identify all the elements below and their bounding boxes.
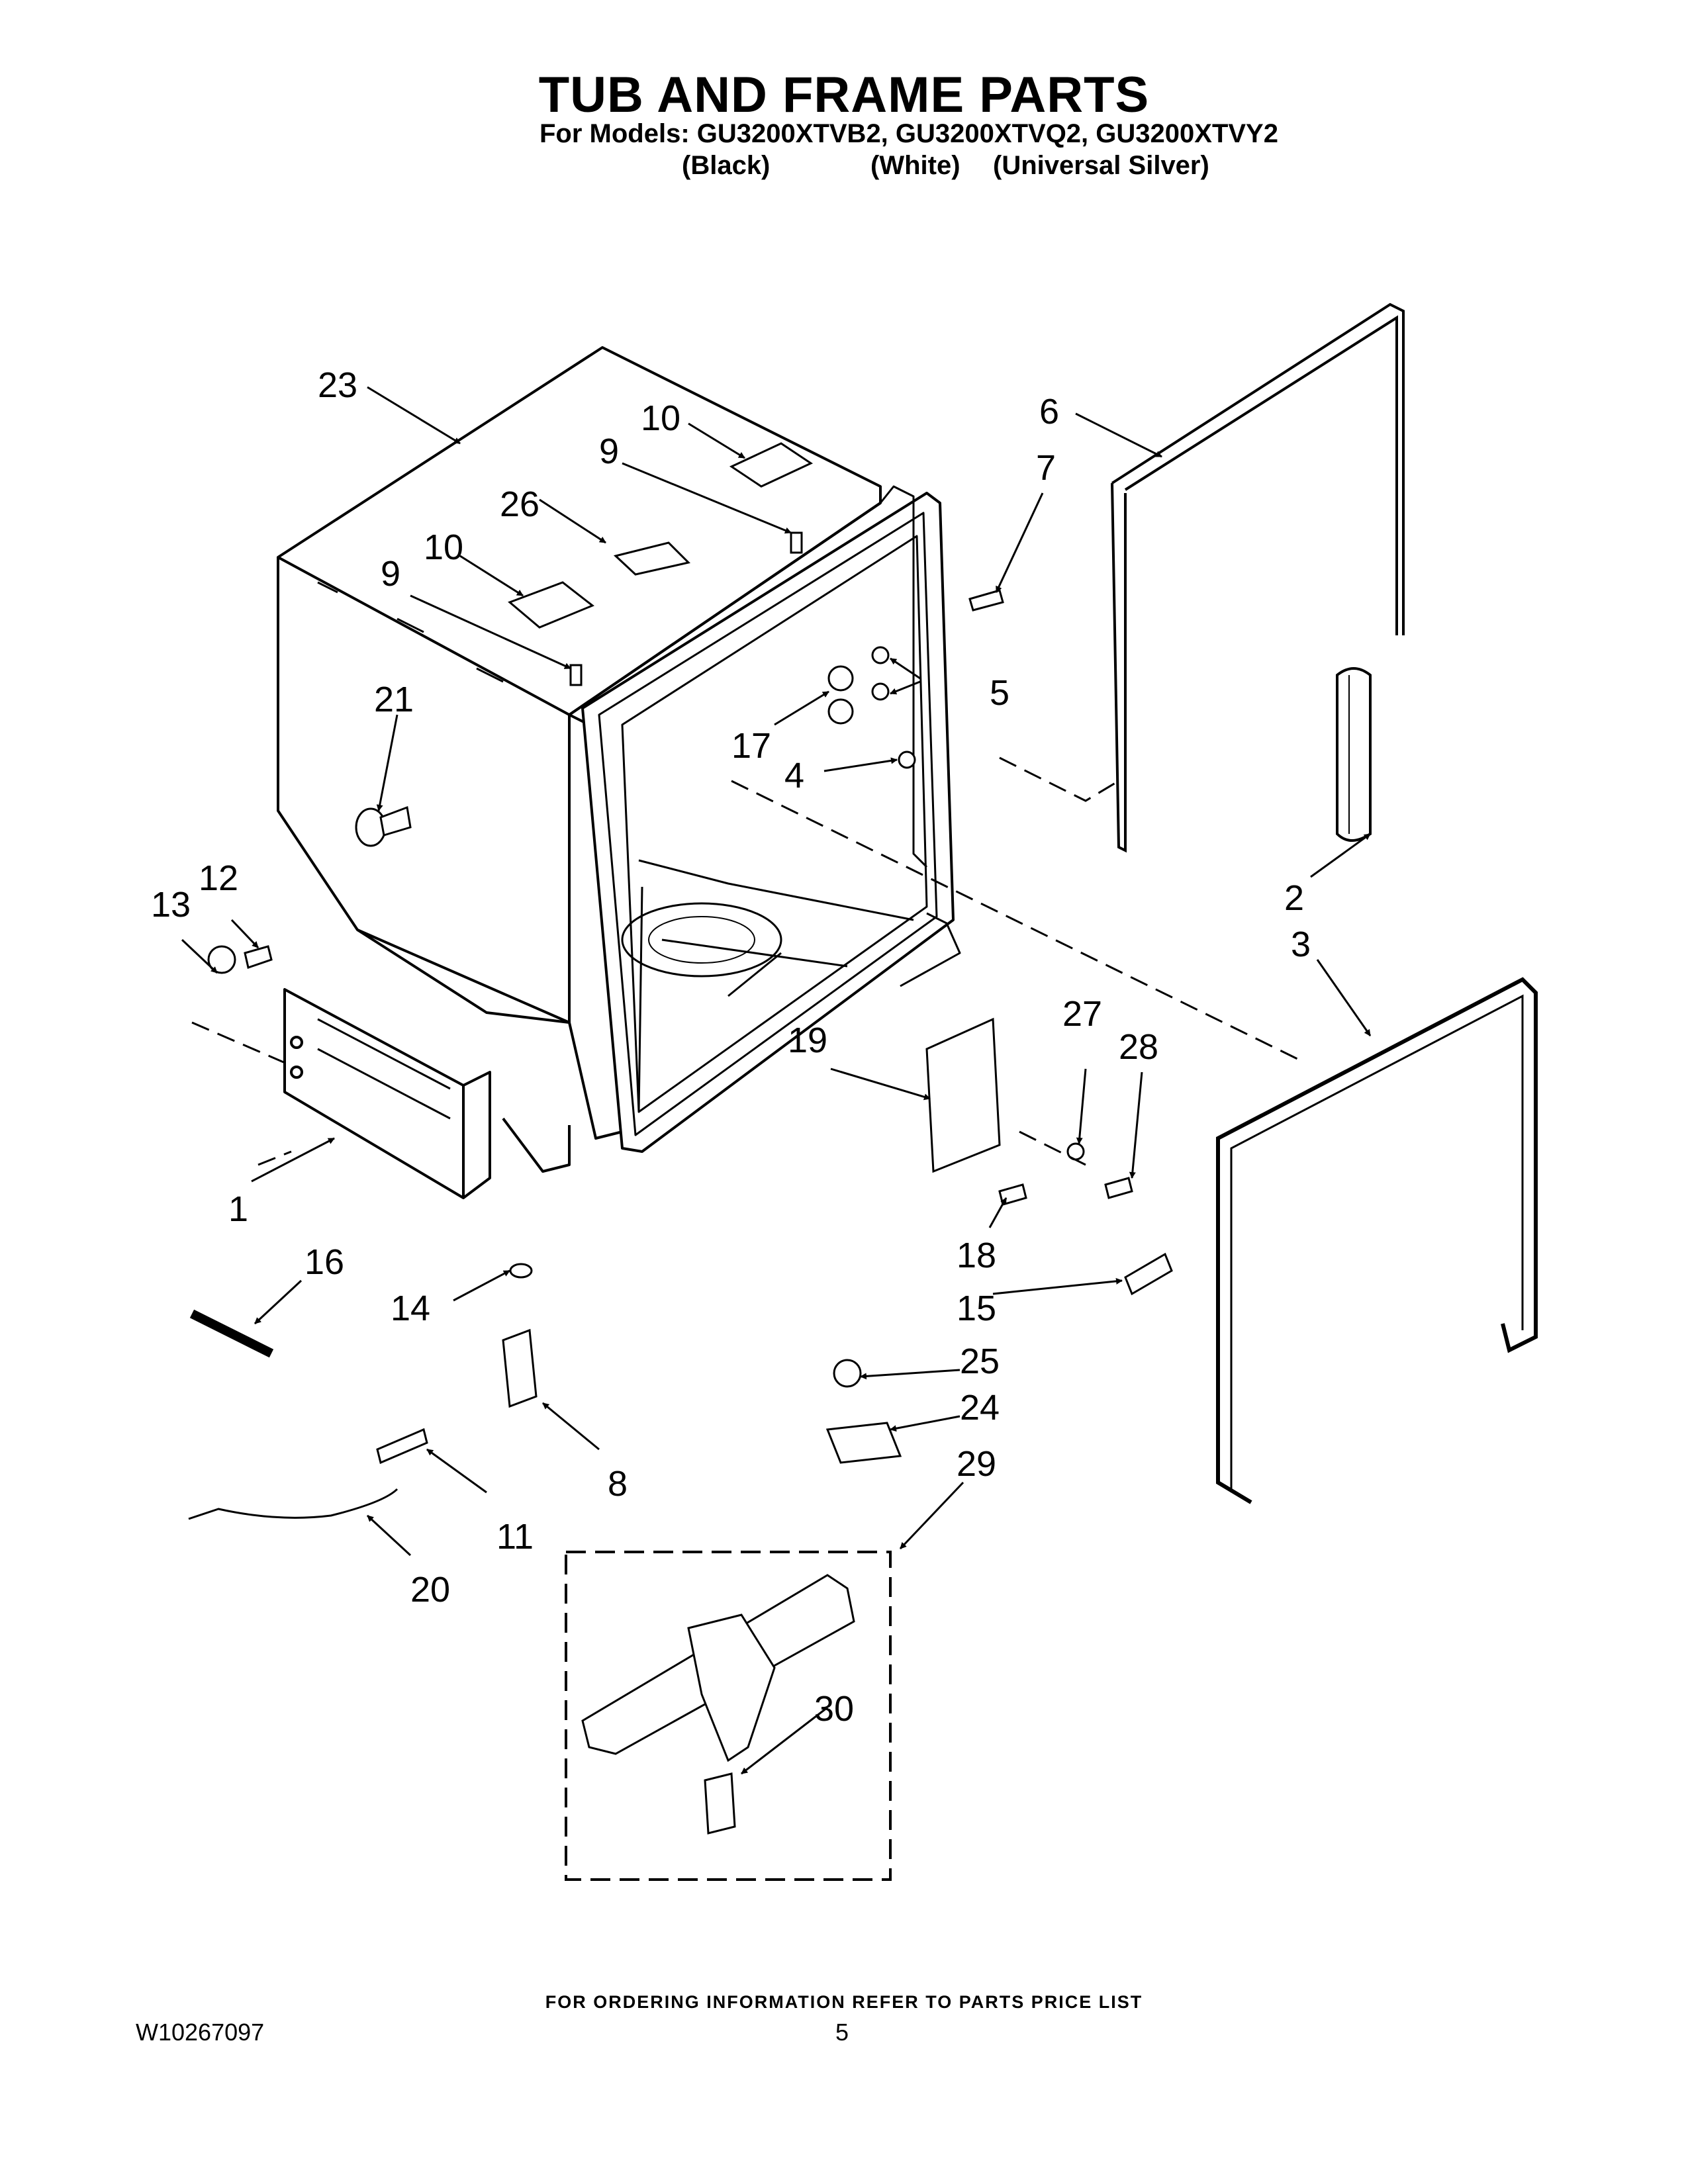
callout-20: 20: [410, 1570, 450, 1610]
variant-silver: (Universal Silver): [993, 151, 1209, 180]
callout-12: 12: [199, 858, 238, 898]
callout-18: 18: [957, 1236, 996, 1275]
door-seal: [1216, 977, 1538, 1504]
door-gasket: [1111, 302, 1405, 853]
callout-19: 19: [788, 1021, 827, 1060]
callout-1: 1: [228, 1189, 248, 1229]
callout-24: 24: [960, 1388, 1000, 1428]
variant-white: (White): [870, 151, 961, 180]
models-line: For Models: GU3200XTVB2, GU3200XTVQ2, GU…: [539, 119, 1278, 148]
callout-25: 25: [960, 1342, 1000, 1381]
callout-26: 26: [500, 484, 539, 524]
tube-part: [1336, 667, 1372, 842]
callout-30: 30: [814, 1689, 854, 1729]
callout-17: 17: [731, 726, 771, 766]
callout-5: 5: [990, 673, 1009, 713]
callout-16: 16: [305, 1242, 344, 1282]
callout-29: 29: [957, 1444, 996, 1484]
callout-3: 3: [1291, 925, 1311, 964]
callout-2: 2: [1284, 878, 1304, 918]
callout-10b: 10: [424, 527, 463, 567]
callout-15: 15: [957, 1289, 996, 1328]
callout-labels: 23 10 9 26 10 9 21 6 7 5 17 4 2 3 12 13 …: [151, 365, 1311, 1729]
part-29-box: [565, 1551, 892, 1881]
small-parts: [188, 442, 1173, 1835]
leader-arrows: [181, 386, 1372, 1775]
callout-9a: 9: [599, 432, 619, 471]
page-number: 5: [835, 2019, 849, 2046]
callout-23: 23: [318, 365, 357, 405]
tub-body: [277, 346, 961, 1199]
callout-9b: 9: [381, 554, 400, 594]
callout-21: 21: [374, 680, 414, 719]
callout-27: 27: [1062, 994, 1102, 1034]
callout-13: 13: [151, 885, 191, 925]
document-number: W10267097: [136, 2019, 265, 2046]
callout-10a: 10: [641, 398, 680, 438]
callout-11: 11: [496, 1517, 534, 1557]
page-title: TUB AND FRAME PARTS: [538, 67, 1150, 123]
callout-6: 6: [1039, 392, 1059, 432]
callout-28: 28: [1119, 1027, 1158, 1067]
callout-8: 8: [608, 1464, 628, 1504]
callout-7: 7: [1036, 448, 1056, 488]
callout-14: 14: [391, 1289, 430, 1328]
ordering-note: FOR ORDERING INFORMATION REFER TO PARTS …: [545, 1992, 1143, 2012]
alignment-lines: [191, 756, 1298, 1166]
variant-black: (Black): [682, 151, 771, 180]
callout-4: 4: [784, 756, 804, 796]
